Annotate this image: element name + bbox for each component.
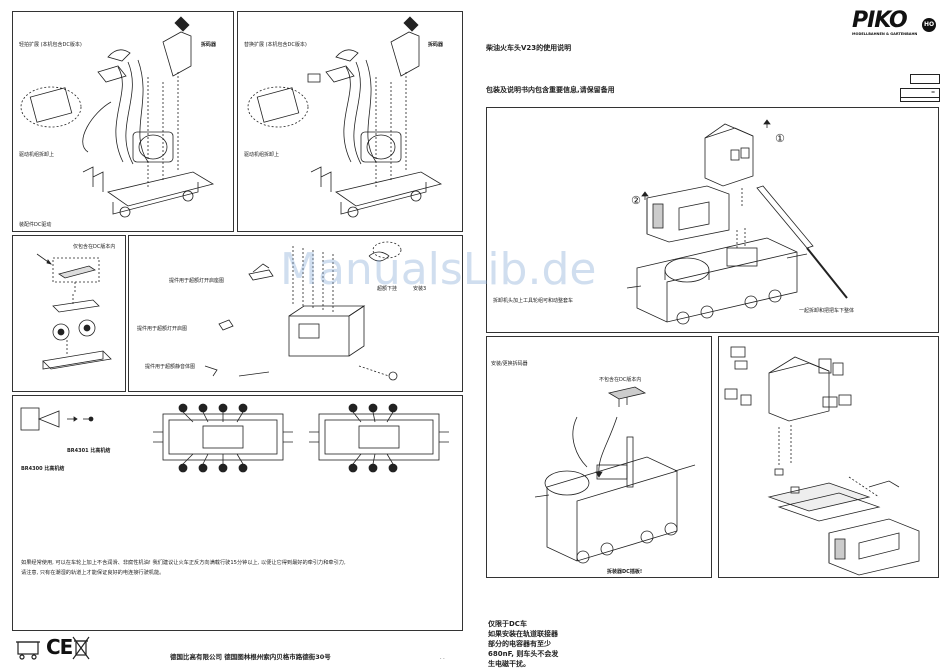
panel-4-label-5: 安装3 [413, 286, 427, 292]
locomotive-exploded-drawing-2 [247, 16, 443, 218]
manual-notice: 包装及说明书内包含重要信息,请保留备用 [486, 86, 615, 94]
scale-box-3 [900, 98, 940, 102]
panel-7-label-1: 安装/更换拆码器 [491, 361, 528, 367]
footer-company: 德国比高有限公司 德国图林根州索内贝格市路德街30号 [170, 653, 331, 661]
piko-logo-subtitle: MODELLBAHNEN & GARTENBAHN [852, 32, 918, 36]
dc-note-line-4: 680nF, 则车头不会发 [488, 650, 559, 658]
panel-6-label-1: 拆卸机头加上工具轮组可和动整套车 [493, 298, 574, 304]
body-text-line-2: 请注意, 只有在潮湿的轨道上才能保证良好的电连接行驶机能。 [21, 570, 165, 576]
panel-1-label-2: 拆码器 [201, 42, 217, 48]
panel-5-label-1: BR4301 比高机结 [67, 448, 111, 454]
panel-2-label-1: 替换扩展 (本机包含DC版本) [244, 42, 307, 48]
step-1-marker: ① [775, 132, 785, 145]
panel-7-label-3: 拆装器DC插板! [607, 569, 643, 575]
panel-6-label-4: 一起拆卸和把把车下整体 [799, 308, 855, 314]
piko-logo: PIKO MODELLBAHNEN & GARTENBAHN HO [850, 8, 940, 42]
decoder-install-drawing [534, 386, 696, 564]
lubrication-drawing [20, 403, 449, 473]
footer-page-code: · · [440, 656, 445, 662]
dc-note-line-1: 仅限于DC车 [488, 620, 527, 628]
ce-mark: CE [46, 635, 73, 659]
watermark: ManualsLib.de [280, 244, 597, 295]
recycling-bin-icon [16, 641, 40, 660]
body-exploded-panel: 提件用于超额灯开启座图 提件用于超额灯开启图 提件用于超额静音体图 超额下挂 安… [128, 235, 463, 392]
scale-box-2: = [900, 88, 940, 98]
panel-2-label-3: 驱动机组拆卸上 [244, 152, 280, 158]
weee-crossed-bin-icon [72, 636, 90, 660]
locomotive-exploded-drawing-1 [20, 16, 215, 218]
manual-title: 柴油火车头V23的使用说明 [486, 44, 572, 52]
panel-1-label-3: 驱动机组拆卸上 [19, 152, 55, 158]
body-removal-panel: 拆卸机头加上工具轮组可和动整套车 一起拆卸和把把车下整体 ① ② [486, 107, 939, 333]
panel-4-label-1: 提件用于超额灯开启座图 [169, 278, 225, 284]
scale-box-1 [910, 74, 940, 84]
parts-exploded-drawing [724, 346, 920, 576]
panel-3-label-1: 仅包含在DC版本内 [73, 244, 116, 250]
panel-4-label-2: 提件用于超额灯开启图 [137, 326, 188, 332]
exploded-view-panel-2: 替换扩展 (本机包含DC版本) 拆码器 驱动机组拆卸上 [237, 11, 463, 232]
bogie-panel: 仅包含在DC版本内 [12, 235, 126, 392]
body-text-line-1: 如果经常使用, 可以在车轮上加上不含润滑、非腐性机油! 我们建议让火车正反方向满… [21, 560, 346, 566]
piko-ho-badge: HO [922, 18, 936, 32]
bogie-drawing [36, 253, 112, 370]
panel-2-label-2: 拆码器 [428, 42, 444, 48]
dc-note-line-5: 生电磁干扰。 [488, 660, 530, 668]
decoder-install-panel: 安装/更换拆码器 不包含在DC版本内 拆装器DC插板! [486, 336, 712, 578]
lubrication-panel: BR4301 比高机结 BR4300 比高机结 如果经常使用, 可以在车轮上加上… [12, 395, 463, 631]
panel-5-label-2: BR4300 比高机结 [21, 466, 65, 472]
panel-4-label-4: 超额下挂 [377, 286, 398, 292]
panel-1-label-4: 装配件DC驱动 [19, 222, 52, 228]
parts-exploded-panel [718, 336, 939, 578]
panel-1-label-1: 轻拍扩展 (本机包含DC版本) [19, 42, 82, 48]
dc-note-line-3: 部分的电容器有至少 [488, 640, 551, 648]
panel-4-label-3: 提件用于超额静音体图 [145, 364, 196, 370]
piko-logo-text: PIKO [852, 8, 908, 33]
step-2-marker: ② [631, 194, 641, 207]
panel-7-label-2: 不包含在DC版本内 [599, 377, 642, 383]
body-removal-drawing [626, 119, 848, 325]
exploded-view-panel-1: 轻拍扩展 (本机包含DC版本) 拆码器 驱动机组拆卸上 装配件DC驱动 [12, 11, 234, 232]
dc-note-line-2: 如果安装在轨道联接器 [488, 630, 558, 638]
body-exploded-drawing [204, 241, 402, 381]
